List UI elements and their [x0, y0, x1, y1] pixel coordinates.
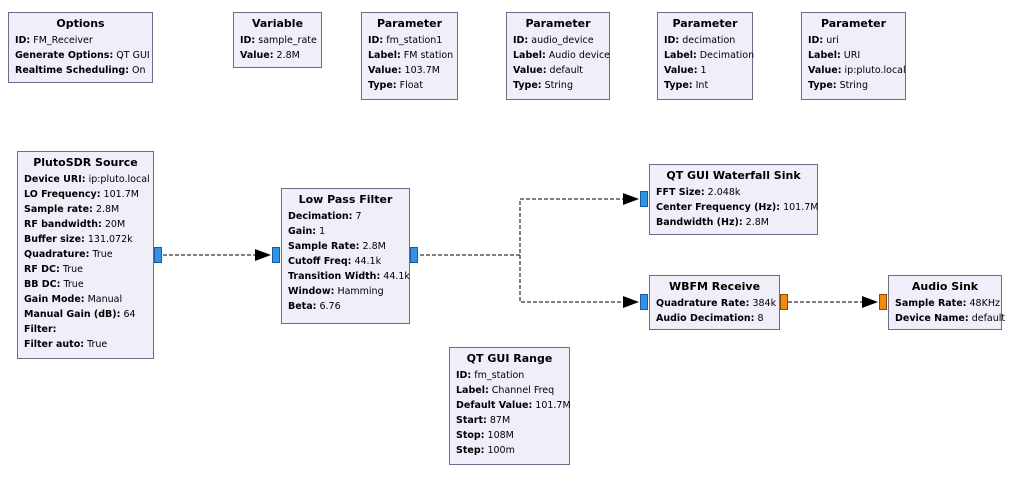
audio-sink-input-port[interactable] [879, 294, 887, 310]
param-row: Value: 103.7M [368, 65, 440, 76]
param-row: Generate Options: QT GUI [15, 50, 150, 61]
param-row: ID: FM_Receiver [15, 35, 93, 46]
param-row: FFT Size: 2.048k [656, 187, 741, 198]
param-row: Label: FM station [368, 50, 454, 61]
param-row: Audio Decimation: 8 [656, 313, 764, 324]
param-row: ID: sample_rate [240, 35, 317, 46]
block-title: WBFM Receive [668, 280, 761, 293]
lpf-output-port[interactable] [410, 247, 418, 263]
param-row: Filter auto: True [24, 339, 108, 350]
param-row: Window: Hamming [288, 286, 384, 297]
block-title: Parameter [672, 17, 738, 30]
param-row: Sample Rate: 2.8M [288, 241, 386, 252]
param-row: ID: audio_device [513, 35, 594, 46]
param-row: Type: Float [368, 80, 424, 91]
param-row: Value: 2.8M [240, 50, 300, 61]
param-row: Start: 87M [456, 415, 511, 426]
param-row: RF DC: True [24, 264, 83, 275]
param-row: Stop: 108M [456, 430, 514, 441]
param-row: Value: 1 [664, 65, 707, 76]
param-row: Gain Mode: Manual [24, 294, 123, 305]
param-row: Type: Int [664, 80, 709, 91]
block-title: Audio Sink [911, 280, 979, 293]
block-parameter-audio-device[interactable]: Parameter ID: audio_device Label: Audio … [506, 12, 610, 100]
param-row: Label: Decimation [664, 50, 755, 61]
param-row: Step: 100m [456, 445, 515, 456]
param-row: BB DC: True [24, 279, 84, 290]
param-row: RF bandwidth: 20M [24, 219, 126, 230]
wbfm-input-port[interactable] [640, 294, 648, 310]
param-row: Bandwidth (Hz): 2.8M [656, 217, 769, 228]
param-row: Device Name: default [895, 313, 1006, 324]
param-row: Realtime Scheduling: On [15, 65, 146, 76]
block-title: Low Pass Filter [298, 193, 393, 206]
param-row: Label: Channel Freq [456, 385, 555, 396]
block-title: Parameter [820, 17, 887, 30]
param-row: Type: String [808, 80, 868, 91]
block-low-pass-filter[interactable]: Low Pass Filter Decimation: 7 Gain: 1 Sa… [281, 188, 410, 324]
param-row: Device URI: ip:pluto.local [24, 174, 150, 185]
block-wbfm-receive[interactable]: WBFM Receive Quadrature Rate: 384k Audio… [649, 275, 780, 330]
param-row: Sample Rate: 48KHz [895, 298, 1000, 309]
block-title: Variable [251, 17, 304, 30]
param-row: LO Frequency: 101.7M [24, 189, 139, 200]
param-row: Sample rate: 2.8M [24, 204, 120, 215]
param-row: Cutoff Freq: 44.1k [288, 256, 382, 267]
block-parameter-uri[interactable]: Parameter ID: uri Label: URI Value: ip:p… [801, 12, 906, 100]
param-row: ID: fm_station1 [368, 35, 443, 46]
param-row: Default Value: 101.7M [456, 400, 571, 411]
block-options[interactable]: Options ID: FM_Receiver Generate Options… [8, 12, 153, 83]
block-title: QT GUI Waterfall Sink [666, 169, 801, 182]
block-qt-gui-waterfall-sink[interactable]: QT GUI Waterfall Sink FFT Size: 2.048k C… [649, 164, 818, 235]
lpf-input-port[interactable] [272, 247, 280, 263]
param-row: ID: uri [808, 35, 839, 46]
waterfall-input-port[interactable] [640, 191, 648, 207]
block-title: QT GUI Range [466, 352, 553, 365]
param-row: Filter: [24, 324, 57, 335]
wire-lpf-to-wbfm[interactable] [519, 255, 639, 308]
param-row: Center Frequency (Hz): 101.7M [656, 202, 819, 213]
param-row: ID: decimation [664, 35, 736, 46]
param-row: Transition Width: 44.1k [288, 271, 410, 282]
param-row: Manual Gain (dB): 64 [24, 309, 136, 320]
param-row: Beta: 6.76 [288, 301, 341, 312]
block-parameter-decimation[interactable]: Parameter ID: decimation Label: Decimati… [657, 12, 755, 100]
param-row: Gain: 1 [288, 226, 326, 237]
param-row: Label: Audio device [513, 50, 611, 61]
block-title: Parameter [525, 17, 591, 30]
block-title: PlutoSDR Source [33, 156, 138, 169]
param-row: Quadrature Rate: 384k [656, 298, 777, 309]
plutosdr-output-port[interactable] [154, 247, 162, 263]
param-row: Type: String [513, 80, 573, 91]
block-qt-gui-range[interactable]: QT GUI Range ID: fm_station Label: Chann… [449, 347, 571, 465]
param-row: Quadrature: True [24, 249, 113, 260]
block-title: Parameter [376, 17, 443, 30]
param-row: ID: fm_station [456, 370, 525, 381]
block-audio-sink[interactable]: Audio Sink Sample Rate: 48KHz Device Nam… [888, 275, 1006, 330]
param-row: Decimation: 7 [288, 211, 362, 222]
block-parameter-fm-station[interactable]: Parameter ID: fm_station1 Label: FM stat… [361, 12, 458, 100]
block-title: Options [56, 17, 105, 30]
param-row: Value: ip:pluto.local [808, 65, 906, 76]
param-row: Value: default [513, 65, 583, 76]
block-variable[interactable]: Variable ID: sample_rate Value: 2.8M [233, 12, 322, 68]
block-plutosdr-source[interactable]: PlutoSDR Source Device URI: ip:pluto.loc… [17, 151, 154, 359]
wbfm-output-port[interactable] [780, 294, 788, 310]
wire-lpf-to-waterfall[interactable] [420, 193, 639, 256]
param-row: Buffer size: 131.072k [24, 234, 133, 245]
param-row: Label: URI [808, 50, 861, 61]
